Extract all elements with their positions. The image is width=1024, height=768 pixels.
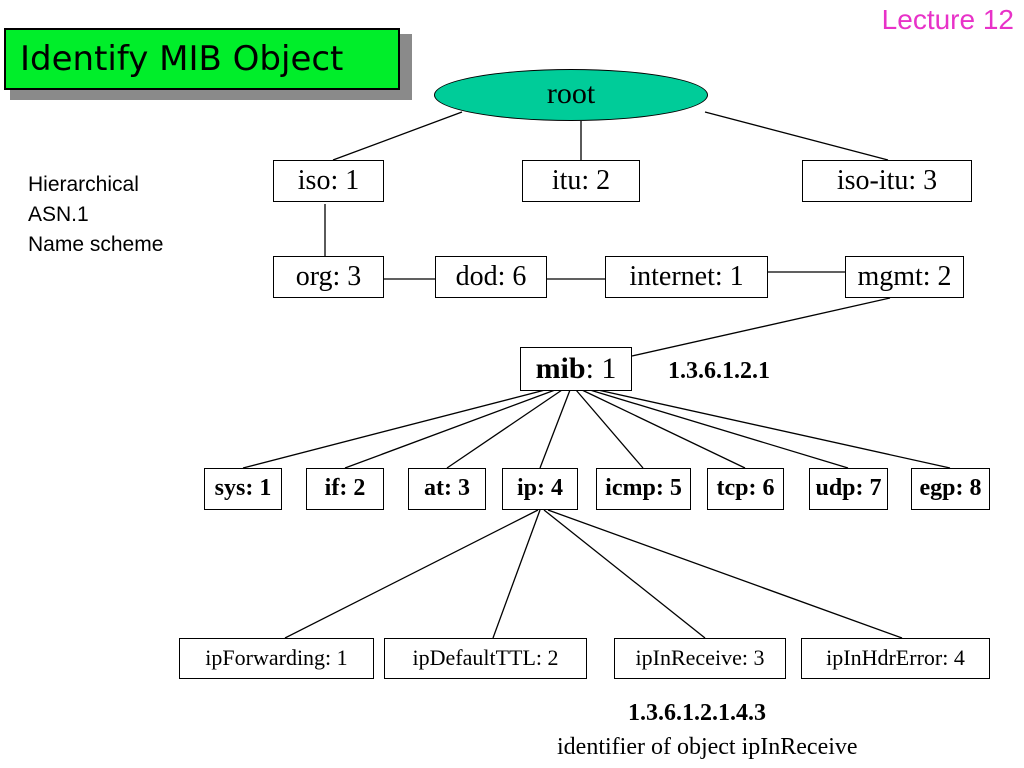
- mib-oid: 1.3.6.1.2.1: [668, 358, 770, 384]
- node-org: org: 3: [273, 256, 384, 298]
- edge-mib-icmp: [575, 389, 644, 469]
- node-ipdefaultttl: ipDefaultTTL: 2: [384, 638, 587, 679]
- edge-mib-tcp: [581, 389, 746, 469]
- node-ip: ip: 4: [502, 468, 578, 510]
- mib-suffix: : 1: [585, 352, 617, 385]
- slide-title: Identify MIB Object: [4, 28, 400, 90]
- node-sys: sys: 1: [204, 468, 282, 510]
- node-if: if: 2: [306, 468, 384, 510]
- edge-mib-udp: [589, 389, 849, 469]
- node-tcp: tcp: 6: [707, 468, 784, 510]
- node-mgmt: mgmt: 2: [845, 256, 964, 298]
- mib-name: mib: [535, 352, 586, 385]
- side-note-line-3: Name scheme: [28, 233, 164, 256]
- node-ipforwarding: ipForwarding: 1: [179, 638, 374, 679]
- node-ipinreceive: ipInReceive: 3: [614, 638, 786, 679]
- node-root: root: [434, 69, 708, 121]
- edge-mib-if: [344, 389, 556, 469]
- node-iso: iso: 1: [273, 160, 384, 202]
- node-udp: udp: 7: [809, 468, 888, 510]
- node-dod: dod: 6: [435, 256, 547, 298]
- side-note: Hierarchical ASN.1 Name scheme: [28, 170, 163, 260]
- edge-mib-egp: [597, 389, 951, 469]
- footer-oid: 1.3.6.1.2.1.4.3: [628, 700, 766, 726]
- node-at: at: 3: [408, 468, 486, 510]
- node-mib: mib: 1: [520, 347, 632, 391]
- lecture-label: Lecture 12: [881, 4, 1014, 35]
- node-icmp: icmp: 5: [596, 468, 691, 510]
- edge-mib-sys: [242, 389, 546, 469]
- edge-ip-ipdefaultttl: [492, 509, 541, 639]
- side-note-line-1: Hierarchical: [28, 173, 139, 196]
- edge-ip-ipforwarding: [284, 509, 539, 639]
- footer-caption: identifier of object ipInReceive: [557, 734, 858, 760]
- edge-root-isoitu: [704, 111, 889, 161]
- edge-ip-ipinhdrerror: [547, 509, 903, 639]
- node-egp: egp: 8: [911, 468, 990, 510]
- edge-mib-at: [446, 389, 563, 469]
- edge-ip-ipinreceive: [543, 509, 706, 639]
- node-ipinhdrerror: ipInHdrError: 4: [801, 638, 990, 679]
- edge-root-iso: [332, 111, 463, 161]
- edge-mib-ip: [539, 389, 571, 469]
- side-note-line-2: ASN.1: [28, 203, 89, 226]
- node-iso-itu: iso-itu: 3: [802, 160, 972, 202]
- node-internet: internet: 1: [605, 256, 768, 298]
- node-itu: itu: 2: [522, 160, 640, 202]
- edge-mgmt-mib: [631, 297, 891, 357]
